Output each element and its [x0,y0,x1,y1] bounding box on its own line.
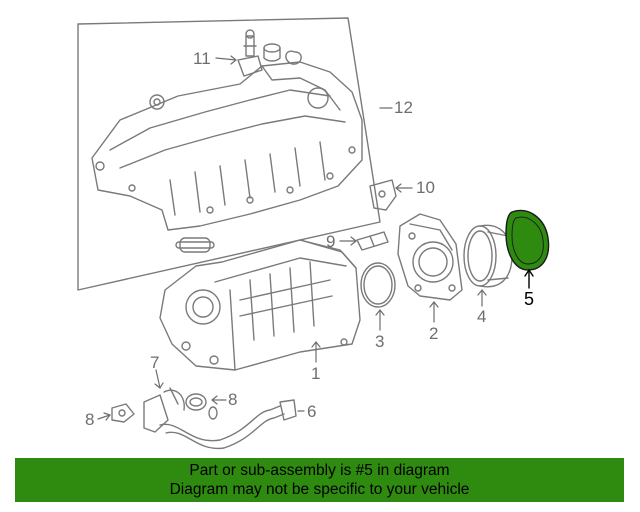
callout-7: 7 [150,353,160,372]
part-6-hose [159,399,297,450]
part-8-clamp-left [111,403,135,423]
callout-10: 10 [416,178,435,197]
bolts-top [149,43,281,110]
part-11-sensor [237,29,263,77]
callout-3: 3 [375,332,385,351]
callout-2: 2 [429,324,439,343]
part-8-clamp-right [185,393,218,420]
part-9-sensor [356,231,389,251]
part-2-throttle-body [397,213,463,301]
info-banner: Part or sub-assembly is #5 in diagram Di… [15,458,624,502]
part-12-intake-manifold [91,50,363,253]
callout-11: 11 [193,49,211,68]
callout-5-highlighted: 5 [524,289,535,309]
manifold-inset-panel [77,17,381,291]
callout-9: 9 [326,232,336,251]
callout-8-right: 8 [228,390,238,409]
part-7-pipe [143,387,185,433]
callout-1: 1 [311,364,321,383]
callout-6: 6 [307,402,317,421]
leader-lines [97,55,487,421]
part-1-intercooler [159,239,361,371]
part-3-gasket [360,262,396,308]
banner-line-part: Part or sub-assembly is #5 in diagram [189,462,450,479]
callout-4: 4 [477,307,487,326]
part-5-gasket-highlighted [505,209,550,271]
banner-line-disclaimer: Diagram may not be specific to your vehi… [169,481,470,498]
callout-8-left: 8 [85,410,95,429]
leader-line-5 [524,269,534,289]
part-10-bracket [369,179,397,211]
part-4-coupling [463,224,513,288]
callout-12: 12 [394,98,413,117]
